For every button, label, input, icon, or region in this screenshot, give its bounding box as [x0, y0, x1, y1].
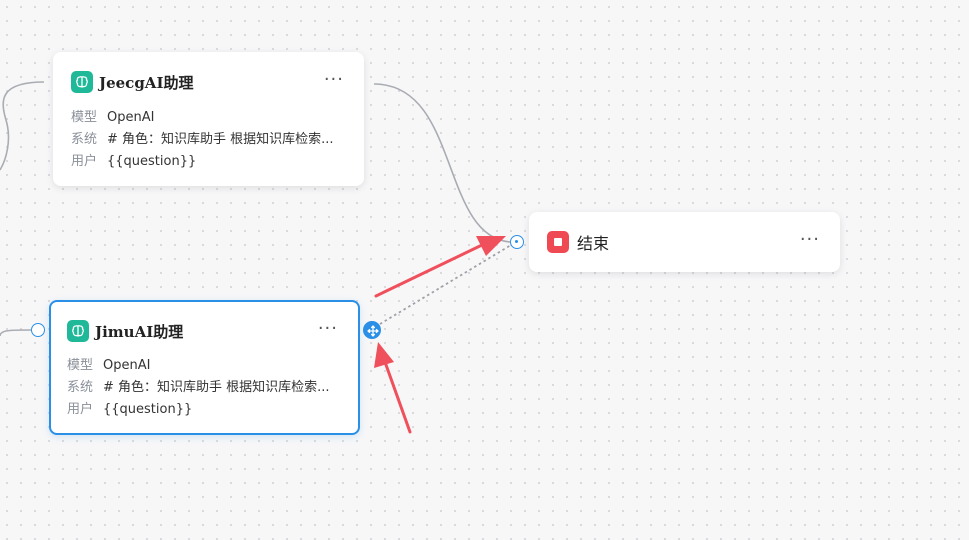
property-value: # 角色：知识库助手 根据知识库检索...: [107, 132, 334, 147]
node-header: JimuAI助理 ···: [67, 319, 340, 343]
annotation-arrow-to-port: [374, 342, 412, 434]
property-value: OpenAI: [107, 110, 155, 125]
property-model: 模型 OpenAI: [67, 355, 342, 377]
node-title: 结束: [577, 234, 610, 253]
jimu-input-port[interactable]: [31, 323, 45, 337]
brain-icon: [67, 320, 89, 342]
node-jeecg-ai[interactable]: JeecgAI助理 ··· 模型 OpenAI 系统 # 角色：知识库助手 根据…: [53, 52, 364, 186]
property-user: 用户 {{question}}: [71, 151, 348, 173]
property-label: 系统: [67, 380, 94, 395]
node-title: JimuAI助理: [95, 322, 184, 341]
property-system: 系统 # 角色：知识库助手 根据知识库检索...: [67, 377, 342, 399]
edge-incoming-jeecg[interactable]: [0, 81, 45, 171]
brain-icon: [71, 71, 93, 93]
node-properties: 模型 OpenAI 系统 # 角色：知识库助手 根据知识库检索... 用户 {{…: [67, 355, 342, 421]
more-menu-button[interactable]: ···: [317, 318, 338, 339]
more-menu-button[interactable]: ···: [799, 229, 820, 250]
end-input-port[interactable]: [510, 235, 524, 249]
property-model: 模型 OpenAI: [71, 107, 348, 129]
node-properties: 模型 OpenAI 系统 # 角色：知识库助手 根据知识库检索... 用户 {{…: [71, 107, 348, 173]
node-jimu-ai[interactable]: JimuAI助理 ··· 模型 OpenAI 系统 # 角色：知识库助手 根据知…: [49, 300, 360, 435]
annotation-arrow-to-end: [374, 236, 506, 298]
property-label: 系统: [71, 132, 98, 147]
property-label: 用户: [67, 402, 94, 417]
more-menu-button[interactable]: ···: [323, 69, 344, 90]
edge-incoming-jimu[interactable]: [0, 329, 32, 337]
move-icon: [367, 325, 379, 337]
property-value: OpenAI: [103, 358, 151, 373]
property-label: 用户: [71, 154, 98, 169]
property-value: {{question}}: [107, 154, 197, 169]
node-header: 结束 ···: [547, 230, 822, 254]
stop-icon: [547, 231, 569, 253]
property-label: 模型: [71, 110, 98, 125]
property-system: 系统 # 角色：知识库助手 根据知识库检索...: [71, 129, 348, 151]
property-label: 模型: [67, 358, 94, 373]
edge-jimu-to-end-dragging[interactable]: [379, 241, 517, 325]
property-value: # 角色：知识库助手 根据知识库检索...: [103, 380, 330, 395]
jimu-output-port[interactable]: [363, 321, 381, 339]
node-header: JeecgAI助理 ···: [71, 70, 346, 94]
edge-jeecg-to-end[interactable]: [373, 83, 511, 243]
property-user: 用户 {{question}}: [67, 399, 342, 421]
node-title: JeecgAI助理: [99, 73, 194, 92]
node-end[interactable]: 结束 ···: [529, 212, 840, 272]
property-value: {{question}}: [103, 402, 193, 417]
